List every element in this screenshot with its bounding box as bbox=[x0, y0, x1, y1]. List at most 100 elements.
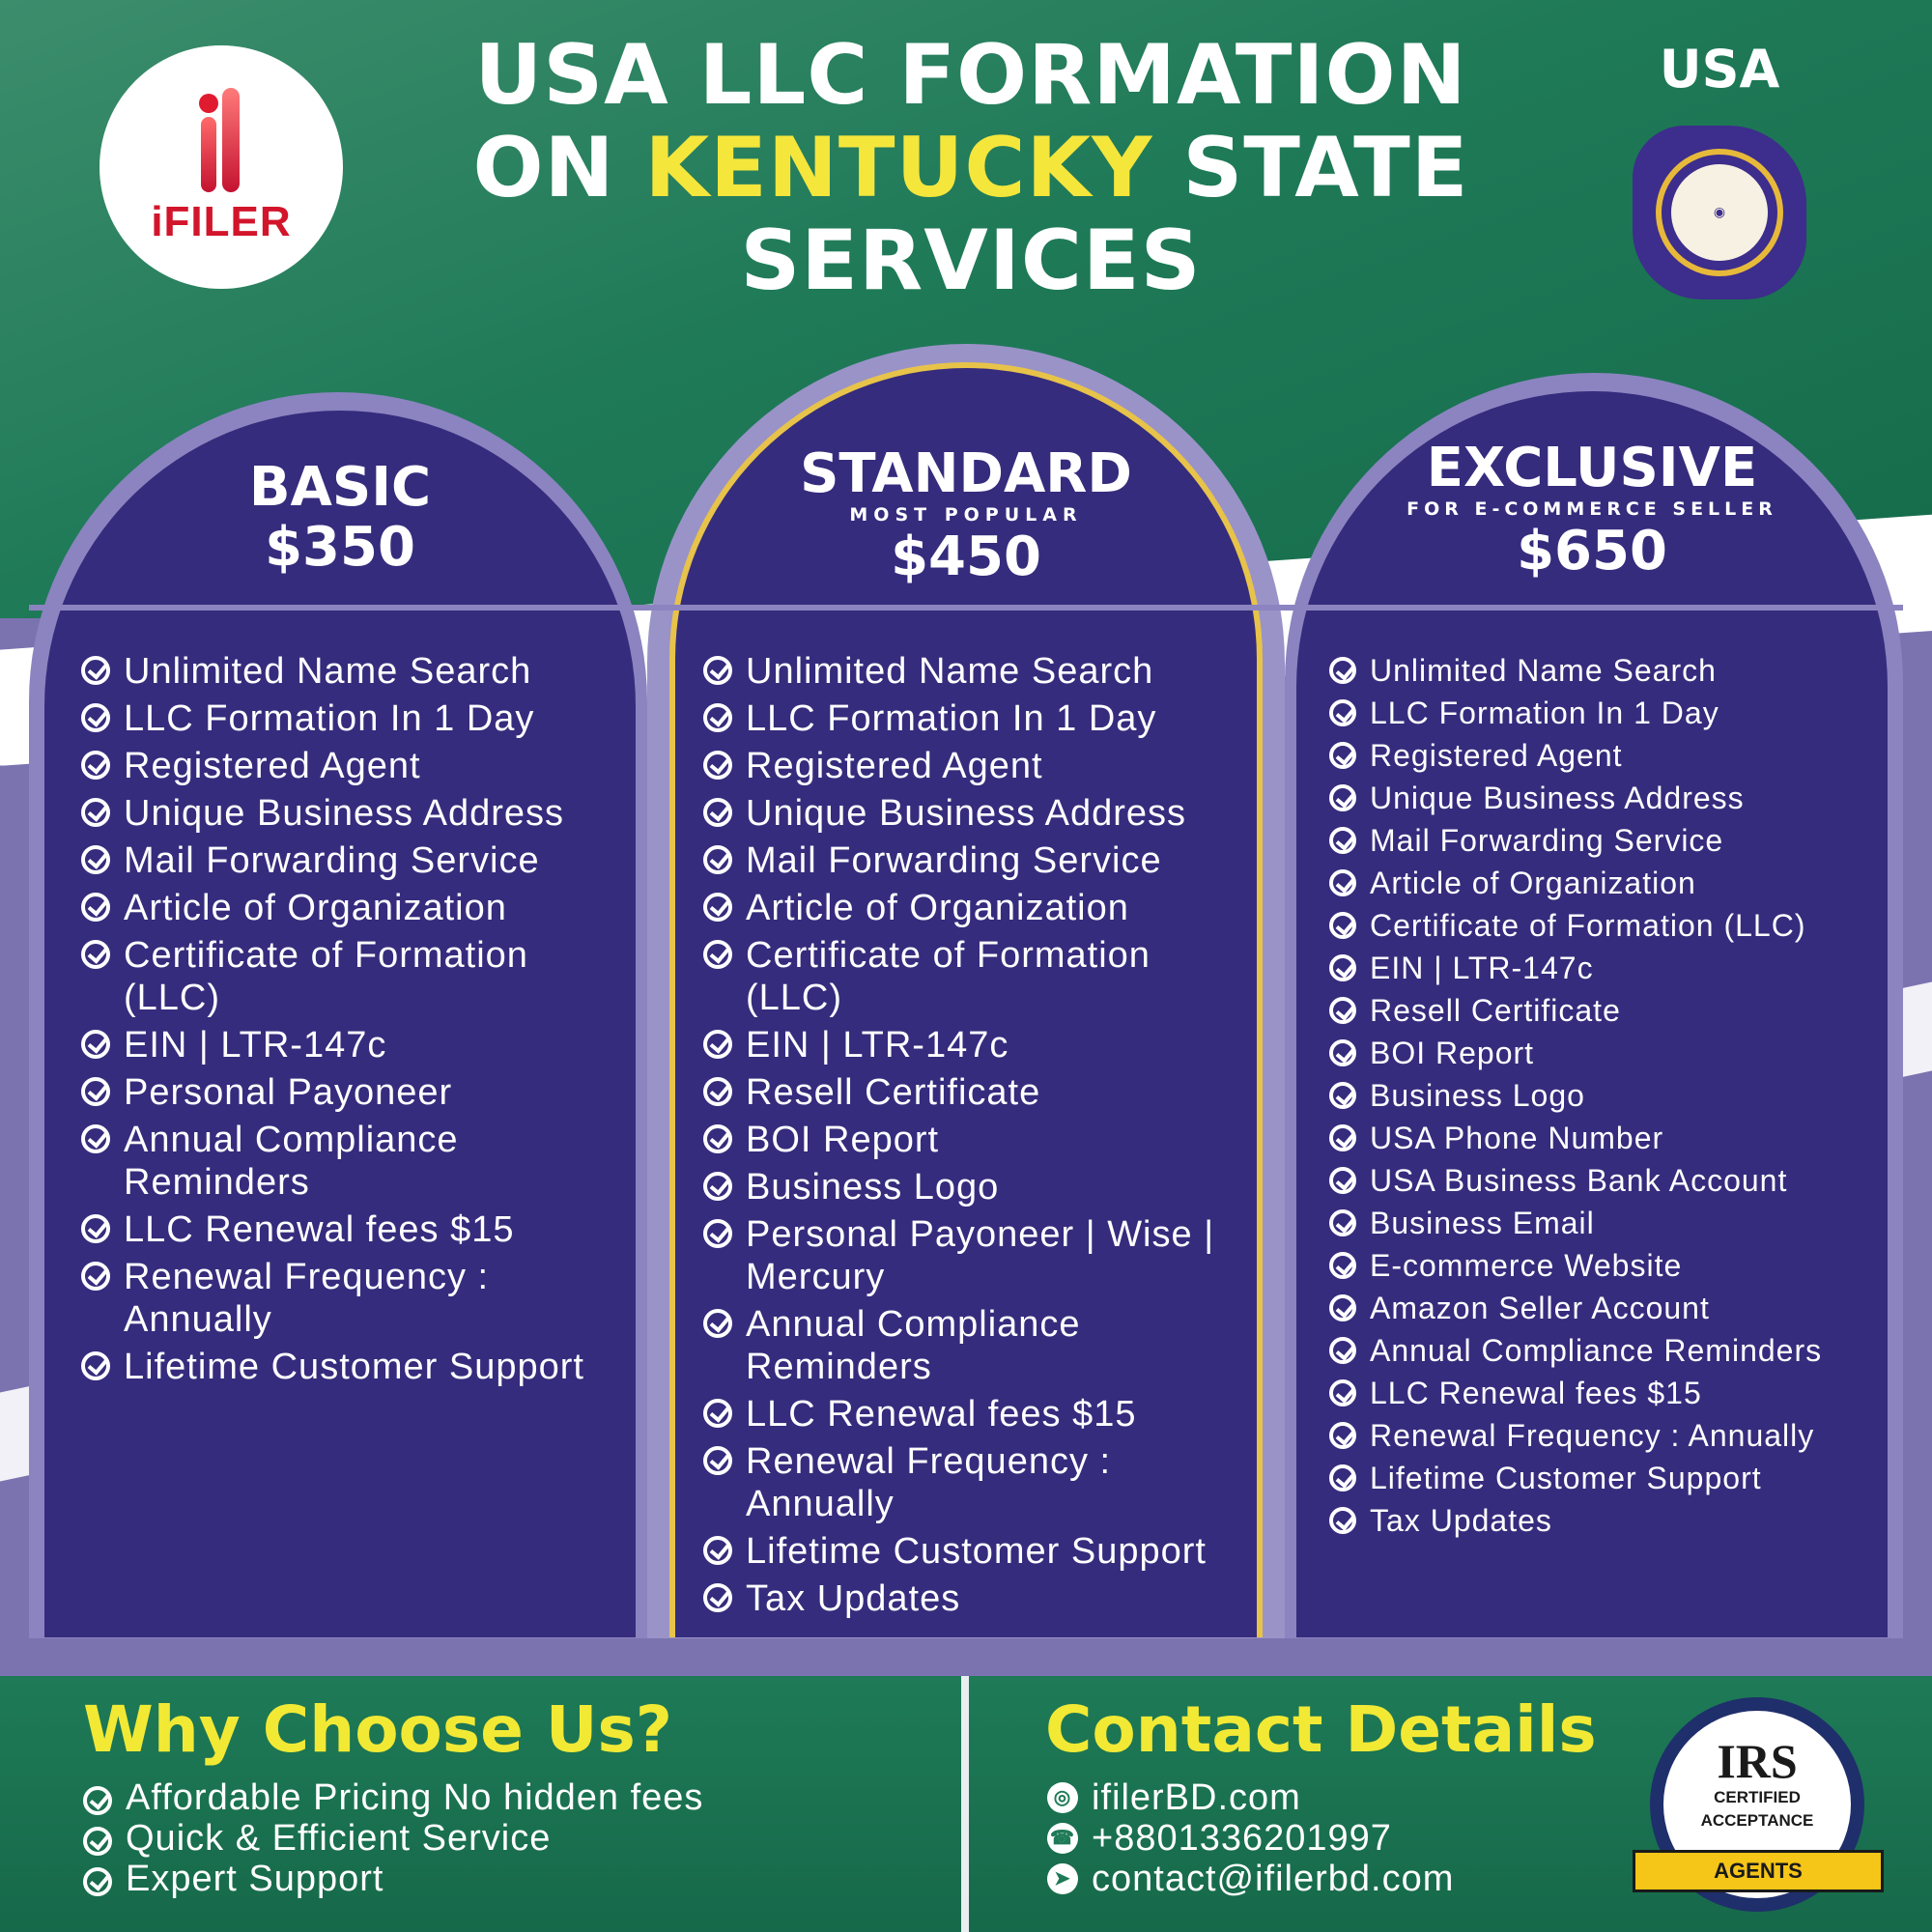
feature-item: EIN | LTR-147c bbox=[81, 1024, 603, 1066]
plan-name: EXCLUSIVE bbox=[1426, 437, 1758, 499]
telegram-icon: ➤ bbox=[1047, 1863, 1078, 1894]
why-item: Quick & Efficient Service bbox=[83, 1818, 703, 1859]
feature-item: Article of Organization bbox=[81, 887, 603, 929]
check-icon bbox=[81, 893, 110, 922]
feature-label: BOI Report bbox=[1370, 1036, 1535, 1070]
feature-item: Registered Agent bbox=[1329, 738, 1870, 773]
feature-item: Registered Agent bbox=[703, 745, 1244, 787]
feature-label: Unlimited Name Search bbox=[1370, 653, 1717, 688]
globe-icon: ◎ bbox=[1047, 1782, 1078, 1813]
check-icon bbox=[81, 1077, 110, 1106]
feature-item: Unlimited Name Search bbox=[703, 650, 1244, 693]
check-icon bbox=[703, 1219, 732, 1248]
feature-item: Certificate of Formation (LLC) bbox=[1329, 908, 1870, 943]
contact-list: ◎ifilerBD.com ☎+8801336201997 ➤contact@i… bbox=[1047, 1777, 1454, 1899]
check-icon bbox=[1329, 1167, 1356, 1194]
feature-item: Amazon Seller Account bbox=[1329, 1291, 1870, 1325]
check-icon bbox=[703, 798, 732, 827]
plan-price: $450 bbox=[891, 526, 1041, 588]
feature-label: Renewal Frequency : Annually bbox=[1370, 1418, 1815, 1453]
feature-label: Article of Organization bbox=[124, 888, 507, 928]
why-choose-list: Affordable Pricing No hidden fees Quick … bbox=[83, 1777, 703, 1899]
feature-label: BOI Report bbox=[746, 1120, 940, 1160]
feature-item: Mail Forwarding Service bbox=[81, 839, 603, 882]
feature-item: Renewal Frequency : Annually bbox=[703, 1440, 1244, 1525]
check-icon bbox=[703, 1446, 732, 1475]
feature-label: Renewal Frequency : Annually bbox=[124, 1257, 490, 1340]
feature-label: Tax Updates bbox=[746, 1578, 961, 1619]
check-icon bbox=[703, 1583, 732, 1612]
feature-label: Personal Payoneer | Wise | Mercury bbox=[746, 1214, 1215, 1297]
feature-item: Annual Compliance Reminders bbox=[81, 1119, 603, 1204]
check-icon bbox=[83, 1786, 112, 1815]
check-icon bbox=[703, 1124, 732, 1153]
feature-label: LLC Formation In 1 Day bbox=[124, 698, 535, 739]
check-icon bbox=[81, 1030, 110, 1059]
feature-label: Annual Compliance Reminders bbox=[124, 1120, 459, 1203]
brand-logo: iFILER bbox=[99, 45, 343, 289]
contact-email[interactable]: ➤contact@ifilerbd.com bbox=[1047, 1859, 1454, 1899]
check-icon bbox=[1329, 912, 1356, 939]
check-icon bbox=[1329, 742, 1356, 769]
check-icon bbox=[81, 1262, 110, 1291]
check-icon bbox=[1329, 869, 1356, 896]
feature-item: Certificate of Formation (LLC) bbox=[703, 934, 1244, 1019]
check-icon bbox=[1329, 827, 1356, 854]
feature-item: BOI Report bbox=[1329, 1036, 1870, 1070]
check-icon bbox=[81, 845, 110, 874]
feature-item: LLC Formation In 1 Day bbox=[703, 697, 1244, 740]
check-icon bbox=[1329, 1209, 1356, 1236]
title-highlight: KENTUCKY bbox=[644, 120, 1153, 216]
contact-website[interactable]: ◎ifilerBD.com bbox=[1047, 1777, 1454, 1818]
feature-label: Unlimited Name Search bbox=[124, 651, 532, 692]
feature-label: Lifetime Customer Support bbox=[746, 1531, 1207, 1572]
feature-item: LLC Formation In 1 Day bbox=[1329, 696, 1870, 730]
feature-item: Personal Payoneer | Wise | Mercury bbox=[703, 1213, 1244, 1298]
check-icon bbox=[703, 656, 732, 685]
check-icon bbox=[703, 1172, 732, 1201]
check-icon bbox=[81, 1351, 110, 1380]
feature-item: BOI Report bbox=[703, 1119, 1244, 1161]
check-icon bbox=[81, 703, 110, 732]
feature-item: Annual Compliance Reminders bbox=[703, 1303, 1244, 1388]
plan-card-standard: STANDARD MOST POPULAR $450 bbox=[669, 362, 1263, 1637]
check-icon bbox=[1329, 657, 1356, 684]
feature-label: Article of Organization bbox=[746, 888, 1129, 928]
feature-label: Resell Certificate bbox=[1370, 993, 1621, 1028]
feature-label: Registered Agent bbox=[1370, 738, 1623, 773]
feature-item: Unique Business Address bbox=[703, 792, 1244, 835]
plan-price: $650 bbox=[1517, 520, 1667, 582]
plan-badge: FOR E-COMMERCE SELLER bbox=[1406, 498, 1777, 520]
check-icon bbox=[83, 1867, 112, 1896]
check-icon bbox=[81, 798, 110, 827]
feature-item: USA Business Bank Account bbox=[1329, 1163, 1870, 1198]
feature-item: Unlimited Name Search bbox=[1329, 653, 1870, 688]
title-line-1: USA LLC FORMATION bbox=[474, 27, 1467, 124]
feature-label: EIN | LTR-147c bbox=[1370, 951, 1594, 985]
title-line-2: ON KENTUCKY STATE bbox=[472, 120, 1469, 216]
kentucky-flag: ◉ bbox=[1633, 126, 1806, 299]
contact-phone[interactable]: ☎+8801336201997 bbox=[1047, 1818, 1454, 1859]
check-icon bbox=[703, 893, 732, 922]
plan-price: $350 bbox=[265, 516, 415, 579]
feature-item: LLC Renewal fees $15 bbox=[703, 1393, 1244, 1435]
irs-ribbon: AGENTS bbox=[1633, 1850, 1884, 1892]
feature-label: Certificate of Formation (LLC) bbox=[1370, 908, 1806, 943]
brand-name: iFILER bbox=[151, 198, 292, 245]
check-icon bbox=[703, 1030, 732, 1059]
feature-label: EIN | LTR-147c bbox=[746, 1025, 1009, 1065]
check-icon bbox=[703, 1536, 732, 1565]
check-icon bbox=[703, 1399, 732, 1428]
feature-item: Article of Organization bbox=[1329, 866, 1870, 900]
feature-label: Resell Certificate bbox=[746, 1072, 1041, 1113]
feature-label: Renewal Frequency : Annually bbox=[746, 1441, 1112, 1524]
check-icon bbox=[81, 656, 110, 685]
feature-item: USA Phone Number bbox=[1329, 1121, 1870, 1155]
check-icon bbox=[703, 703, 732, 732]
check-icon bbox=[1329, 1422, 1356, 1449]
feature-item: Unique Business Address bbox=[81, 792, 603, 835]
feature-item: Lifetime Customer Support bbox=[1329, 1461, 1870, 1495]
feature-label: Amazon Seller Account bbox=[1370, 1291, 1710, 1325]
feature-label: LLC Renewal fees $15 bbox=[746, 1394, 1137, 1435]
